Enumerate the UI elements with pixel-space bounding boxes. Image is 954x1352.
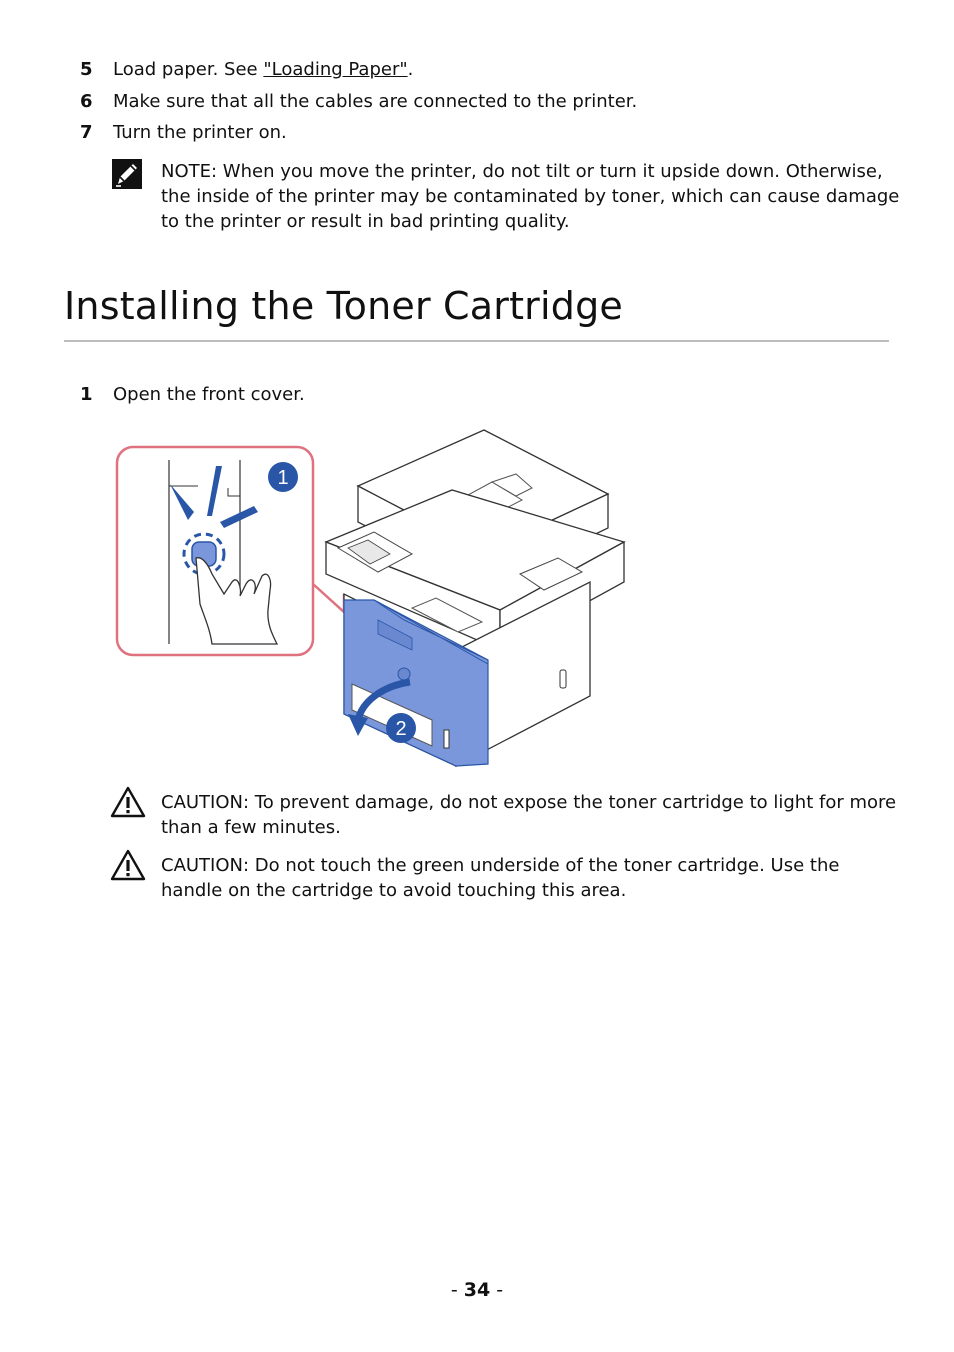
step-text-end: . (407, 59, 414, 80)
step-number: 7 (80, 122, 93, 143)
printer-drawing (324, 429, 626, 768)
step-text: Make sure that all the cables are connec… (113, 91, 638, 112)
caution-label: CAUTION: (161, 792, 250, 813)
caution-label: CAUTION: (161, 855, 250, 876)
step-text: Load paper. See (113, 59, 264, 80)
page-number-value: 34 (463, 1279, 491, 1301)
step-text: Open the front cover. (113, 384, 305, 405)
svg-text:1: 1 (277, 467, 288, 489)
printer-open-cover-illustration: 1 2 (115, 429, 626, 768)
caution-triangle-icon (110, 849, 146, 881)
loading-paper-link[interactable]: "Loading Paper" (263, 59, 408, 80)
step-text: Turn the printer on. (113, 122, 287, 143)
callout-inset (115, 445, 346, 657)
caution-block-2: CAUTION: Do not touch the green undersid… (161, 853, 901, 903)
caution-triangle-icon (110, 786, 146, 818)
section-title: Installing the Toner Cartridge (64, 284, 623, 328)
step-number: 6 (80, 91, 93, 112)
step-number: 5 (80, 59, 93, 80)
step-5: 5 Load paper. See "Loading Paper". (80, 58, 413, 82)
note-label: NOTE: (161, 161, 218, 182)
caution-block-1: CAUTION: To prevent damage, do not expos… (161, 790, 901, 840)
step-number: 1 (80, 384, 93, 405)
page-number: - 34 - (0, 1279, 954, 1301)
note-block: NOTE: When you move the printer, do not … (161, 159, 901, 234)
callout-2-badge: 2 (386, 713, 416, 743)
svg-text:2: 2 (395, 718, 406, 740)
caution-text: Do not touch the green underside of the … (161, 855, 840, 901)
page-number-suffix: - (490, 1279, 504, 1301)
callout-1-badge: 1 (268, 462, 298, 492)
page-number-prefix: - (450, 1279, 464, 1301)
caution-text: To prevent damage, do not expose the ton… (161, 792, 897, 838)
step-6: 6 Make sure that all the cables are conne… (80, 90, 637, 114)
step-1: 1 Open the front cover. (80, 383, 305, 407)
title-rule (64, 340, 889, 342)
step-7: 7 Turn the printer on. (80, 121, 287, 145)
note-pencil-icon (112, 159, 142, 189)
note-text: When you move the printer, do not tilt o… (161, 161, 900, 232)
